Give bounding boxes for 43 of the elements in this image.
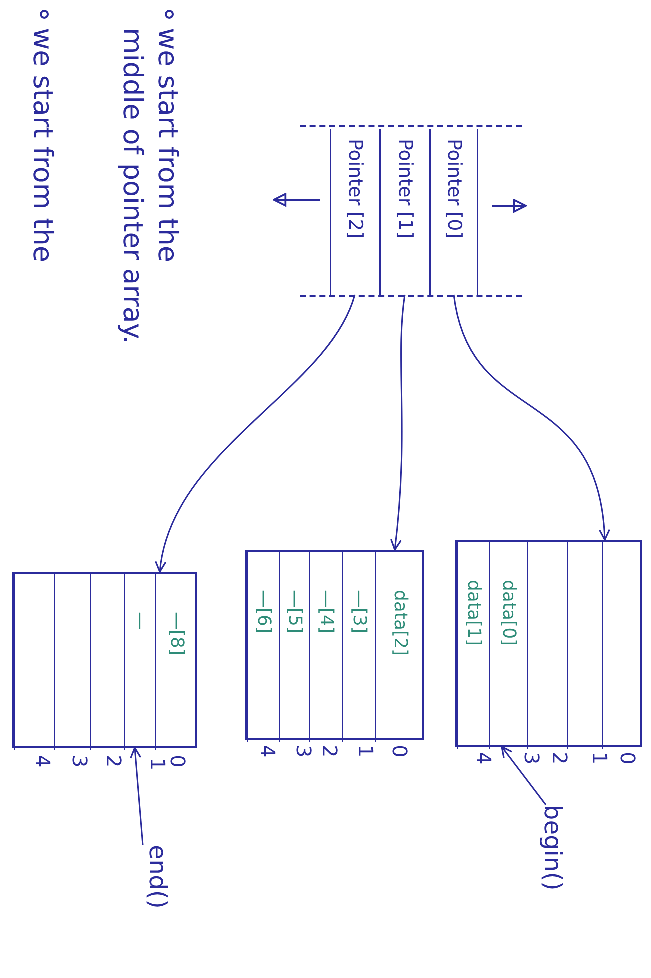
- index-number: 1: [590, 752, 610, 765]
- array-block: [455, 540, 642, 747]
- cell-label: —[6]: [254, 590, 272, 634]
- cell-label: —[3]: [350, 590, 368, 634]
- cell-label: data[2]: [391, 590, 409, 656]
- index-number: 2: [320, 745, 340, 758]
- cell-label: —[5]: [286, 590, 304, 634]
- index-number: 0: [168, 755, 188, 768]
- pointer-cell: [330, 129, 380, 297]
- cell-label: —[4]: [317, 590, 335, 634]
- index-number: 3: [70, 755, 90, 768]
- note-text: we start from the: [26, 28, 59, 264]
- index-number: 4: [33, 755, 53, 768]
- pointer-cell: [380, 129, 430, 297]
- index-number: 4: [474, 752, 494, 765]
- array-block: [245, 550, 424, 740]
- index-number: 1: [148, 758, 168, 771]
- index-number: 0: [390, 745, 410, 758]
- arrow: [501, 746, 547, 806]
- arrow: [130, 747, 144, 846]
- cell-label: Pointer [2]: [346, 139, 364, 239]
- index-number: 3: [522, 752, 542, 765]
- cell-label: data[0]: [500, 580, 518, 646]
- array-block: [12, 572, 197, 748]
- arrow: [453, 294, 610, 541]
- pointer-array: [300, 125, 522, 297]
- cell-label: —[8]: [168, 612, 186, 656]
- cell-label: Pointer [1]: [396, 139, 414, 239]
- index-number: 2: [550, 752, 570, 765]
- arrow: [390, 294, 406, 551]
- index-number: 3: [294, 745, 314, 758]
- index-number: 1: [356, 745, 376, 758]
- cell-label: data[1]: [464, 580, 482, 646]
- cell-label: —: [131, 612, 149, 630]
- index-number: 4: [258, 745, 278, 758]
- function-label: end(): [146, 845, 170, 909]
- arrow: [156, 294, 356, 573]
- index-number: 0: [618, 752, 638, 765]
- index-number: 2: [104, 755, 124, 768]
- cell-label: Pointer [0]: [444, 139, 464, 239]
- note-text: we start from the middle of pointer array.: [116, 28, 184, 346]
- function-label: begin(): [541, 805, 565, 891]
- pointer-cell: [430, 129, 478, 297]
